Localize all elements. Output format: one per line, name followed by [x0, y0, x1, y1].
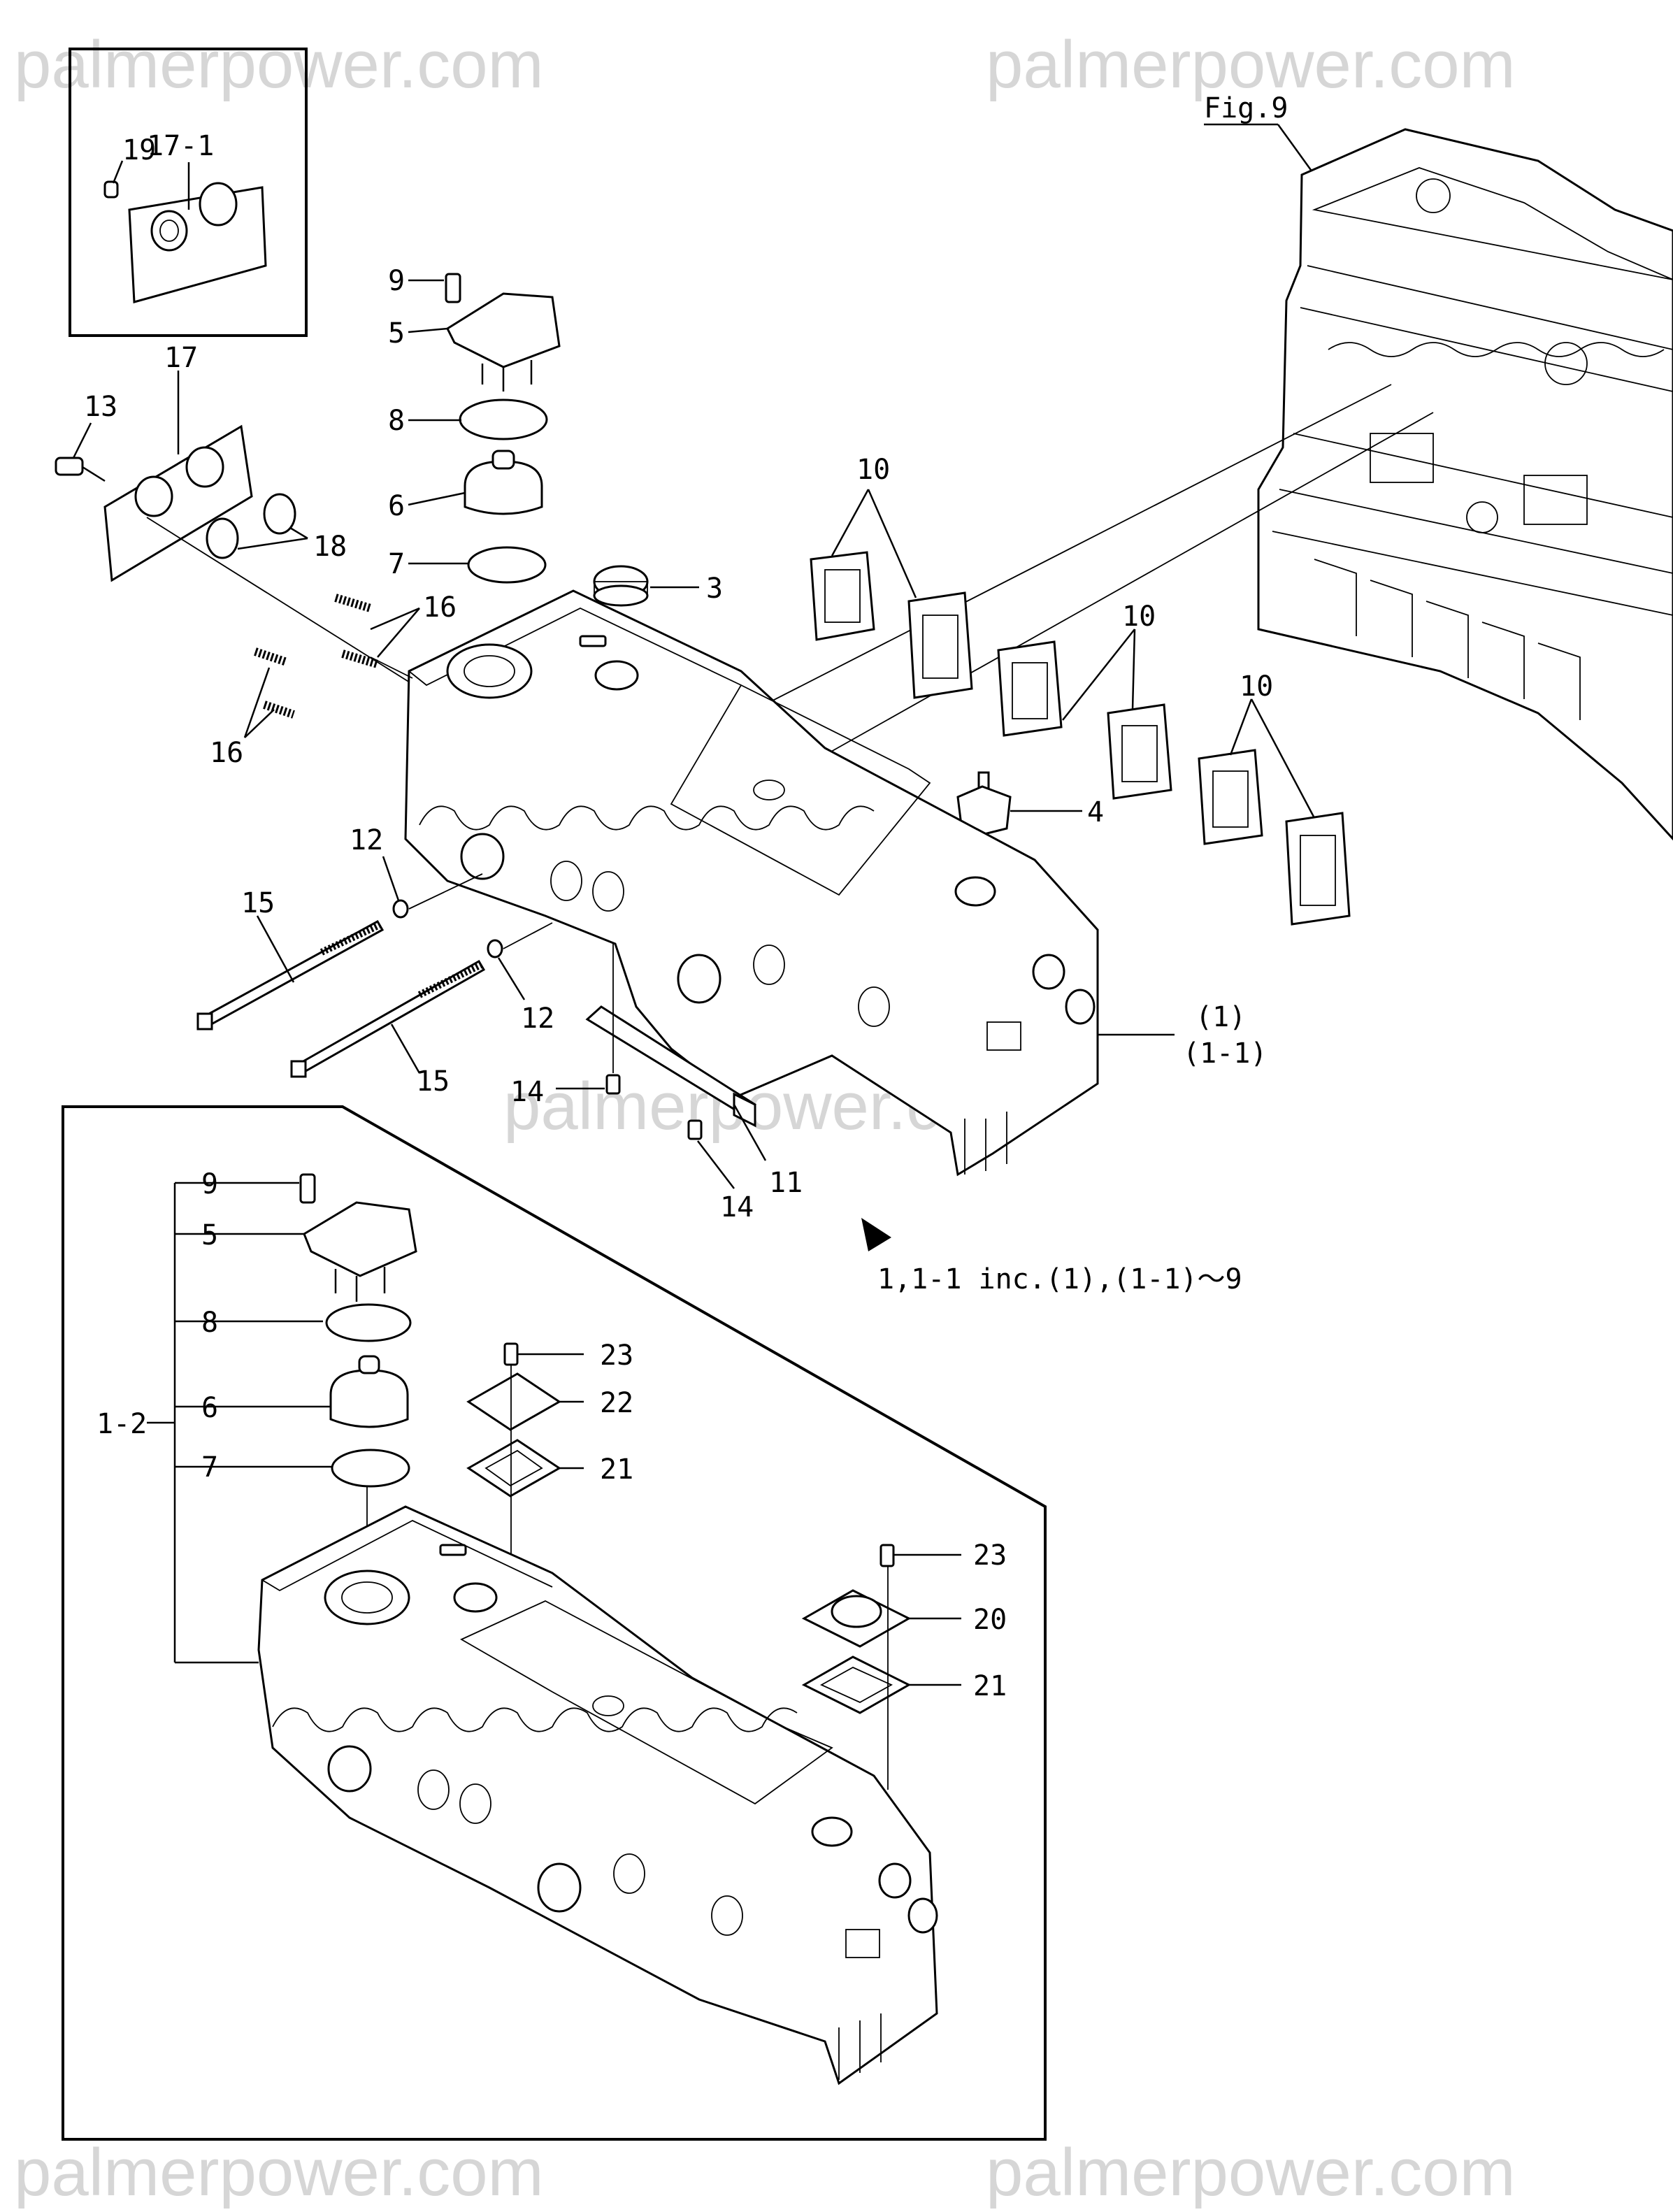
figure-ref-label: Fig.9: [1204, 92, 1288, 124]
callout-21-a: 21: [600, 1453, 633, 1486]
callout-15-b: 15: [416, 1065, 450, 1098]
thermostat-stack-bottom: [299, 1173, 417, 1601]
callout-17-1: 17-1: [147, 130, 214, 162]
callout-18: 18: [313, 531, 347, 563]
callout-14-b: 14: [720, 1191, 754, 1223]
callout-10-a: 10: [856, 454, 890, 486]
long-bolts-15: [196, 915, 486, 1078]
cover-stack-upper: [466, 1342, 584, 1601]
callout-1-2: 1-2: [96, 1408, 147, 1440]
callout-15-a: 15: [241, 887, 275, 919]
callout-20: 20: [973, 1604, 1007, 1636]
bracket-11: [556, 944, 767, 1189]
watermark-top-left: palmerpower.com: [14, 27, 544, 102]
note-included-parts: 1,1-1 inc.(1),(1-1)～9: [877, 1263, 1242, 1295]
callout-6-top: 6: [388, 490, 405, 522]
inset-frame-1-2: [62, 1105, 1047, 2141]
callout-10-b: 10: [1122, 601, 1156, 633]
watermark-bottom-right: palmerpower.com: [986, 2135, 1516, 2209]
callout-19: 19: [122, 134, 156, 166]
callout-9-bottom: 9: [201, 1168, 218, 1200]
callout-1-1: (1-1): [1183, 1037, 1267, 1070]
watermark-bottom-left: palmerpower.com: [14, 2135, 544, 2209]
callout-8-bottom: 8: [201, 1307, 218, 1339]
callout-22: 22: [600, 1387, 633, 1419]
inset-detail-17-1: [69, 48, 308, 337]
manifold-body-1-2: [257, 1505, 938, 2085]
cap-3: [593, 565, 699, 607]
note-arrow-icon: [861, 1218, 891, 1251]
callout-bracket-1-2: [147, 1182, 333, 1664]
callout-5-top: 5: [388, 317, 405, 350]
callout-12-a: 12: [350, 824, 383, 856]
callout-7-bottom: 7: [201, 1451, 218, 1484]
callout-23-b: 23: [973, 1539, 1007, 1572]
callout-16-b: 16: [210, 737, 243, 769]
callout-16-a: 16: [423, 591, 457, 624]
thermostat-stack-top: [408, 273, 561, 584]
watermark-top-right: palmerpower.com: [986, 27, 1516, 102]
callout-7-top: 7: [388, 548, 405, 580]
callout-6-bottom: 6: [201, 1392, 218, 1424]
callout-9-top: 9: [388, 265, 405, 297]
callout-13: 13: [84, 391, 117, 423]
engine-block-drawing: [1257, 128, 1673, 841]
callout-10-c: 10: [1240, 670, 1273, 703]
callout-5-bottom: 5: [201, 1219, 218, 1251]
manifold-body-main: [404, 589, 1099, 1177]
studs-16: [243, 594, 420, 738]
callout-17: 17: [164, 342, 198, 374]
gaskets-10: [810, 489, 1351, 926]
cover-plate-17: [55, 371, 448, 707]
callout-4: 4: [1087, 796, 1104, 828]
callout-23-a: 23: [600, 1340, 633, 1372]
washers-12: [382, 856, 553, 1000]
callout-21-b: 21: [973, 1670, 1007, 1702]
callout-11: 11: [769, 1167, 803, 1199]
cover-stack-lower: [801, 1544, 961, 1790]
callout-12-b: 12: [521, 1003, 554, 1035]
callout-1: (1): [1195, 1001, 1246, 1033]
valve-4: [956, 771, 1082, 837]
callout-3: 3: [706, 573, 723, 605]
callout-8-top: 8: [388, 405, 405, 437]
callout-14-a: 14: [510, 1076, 544, 1108]
